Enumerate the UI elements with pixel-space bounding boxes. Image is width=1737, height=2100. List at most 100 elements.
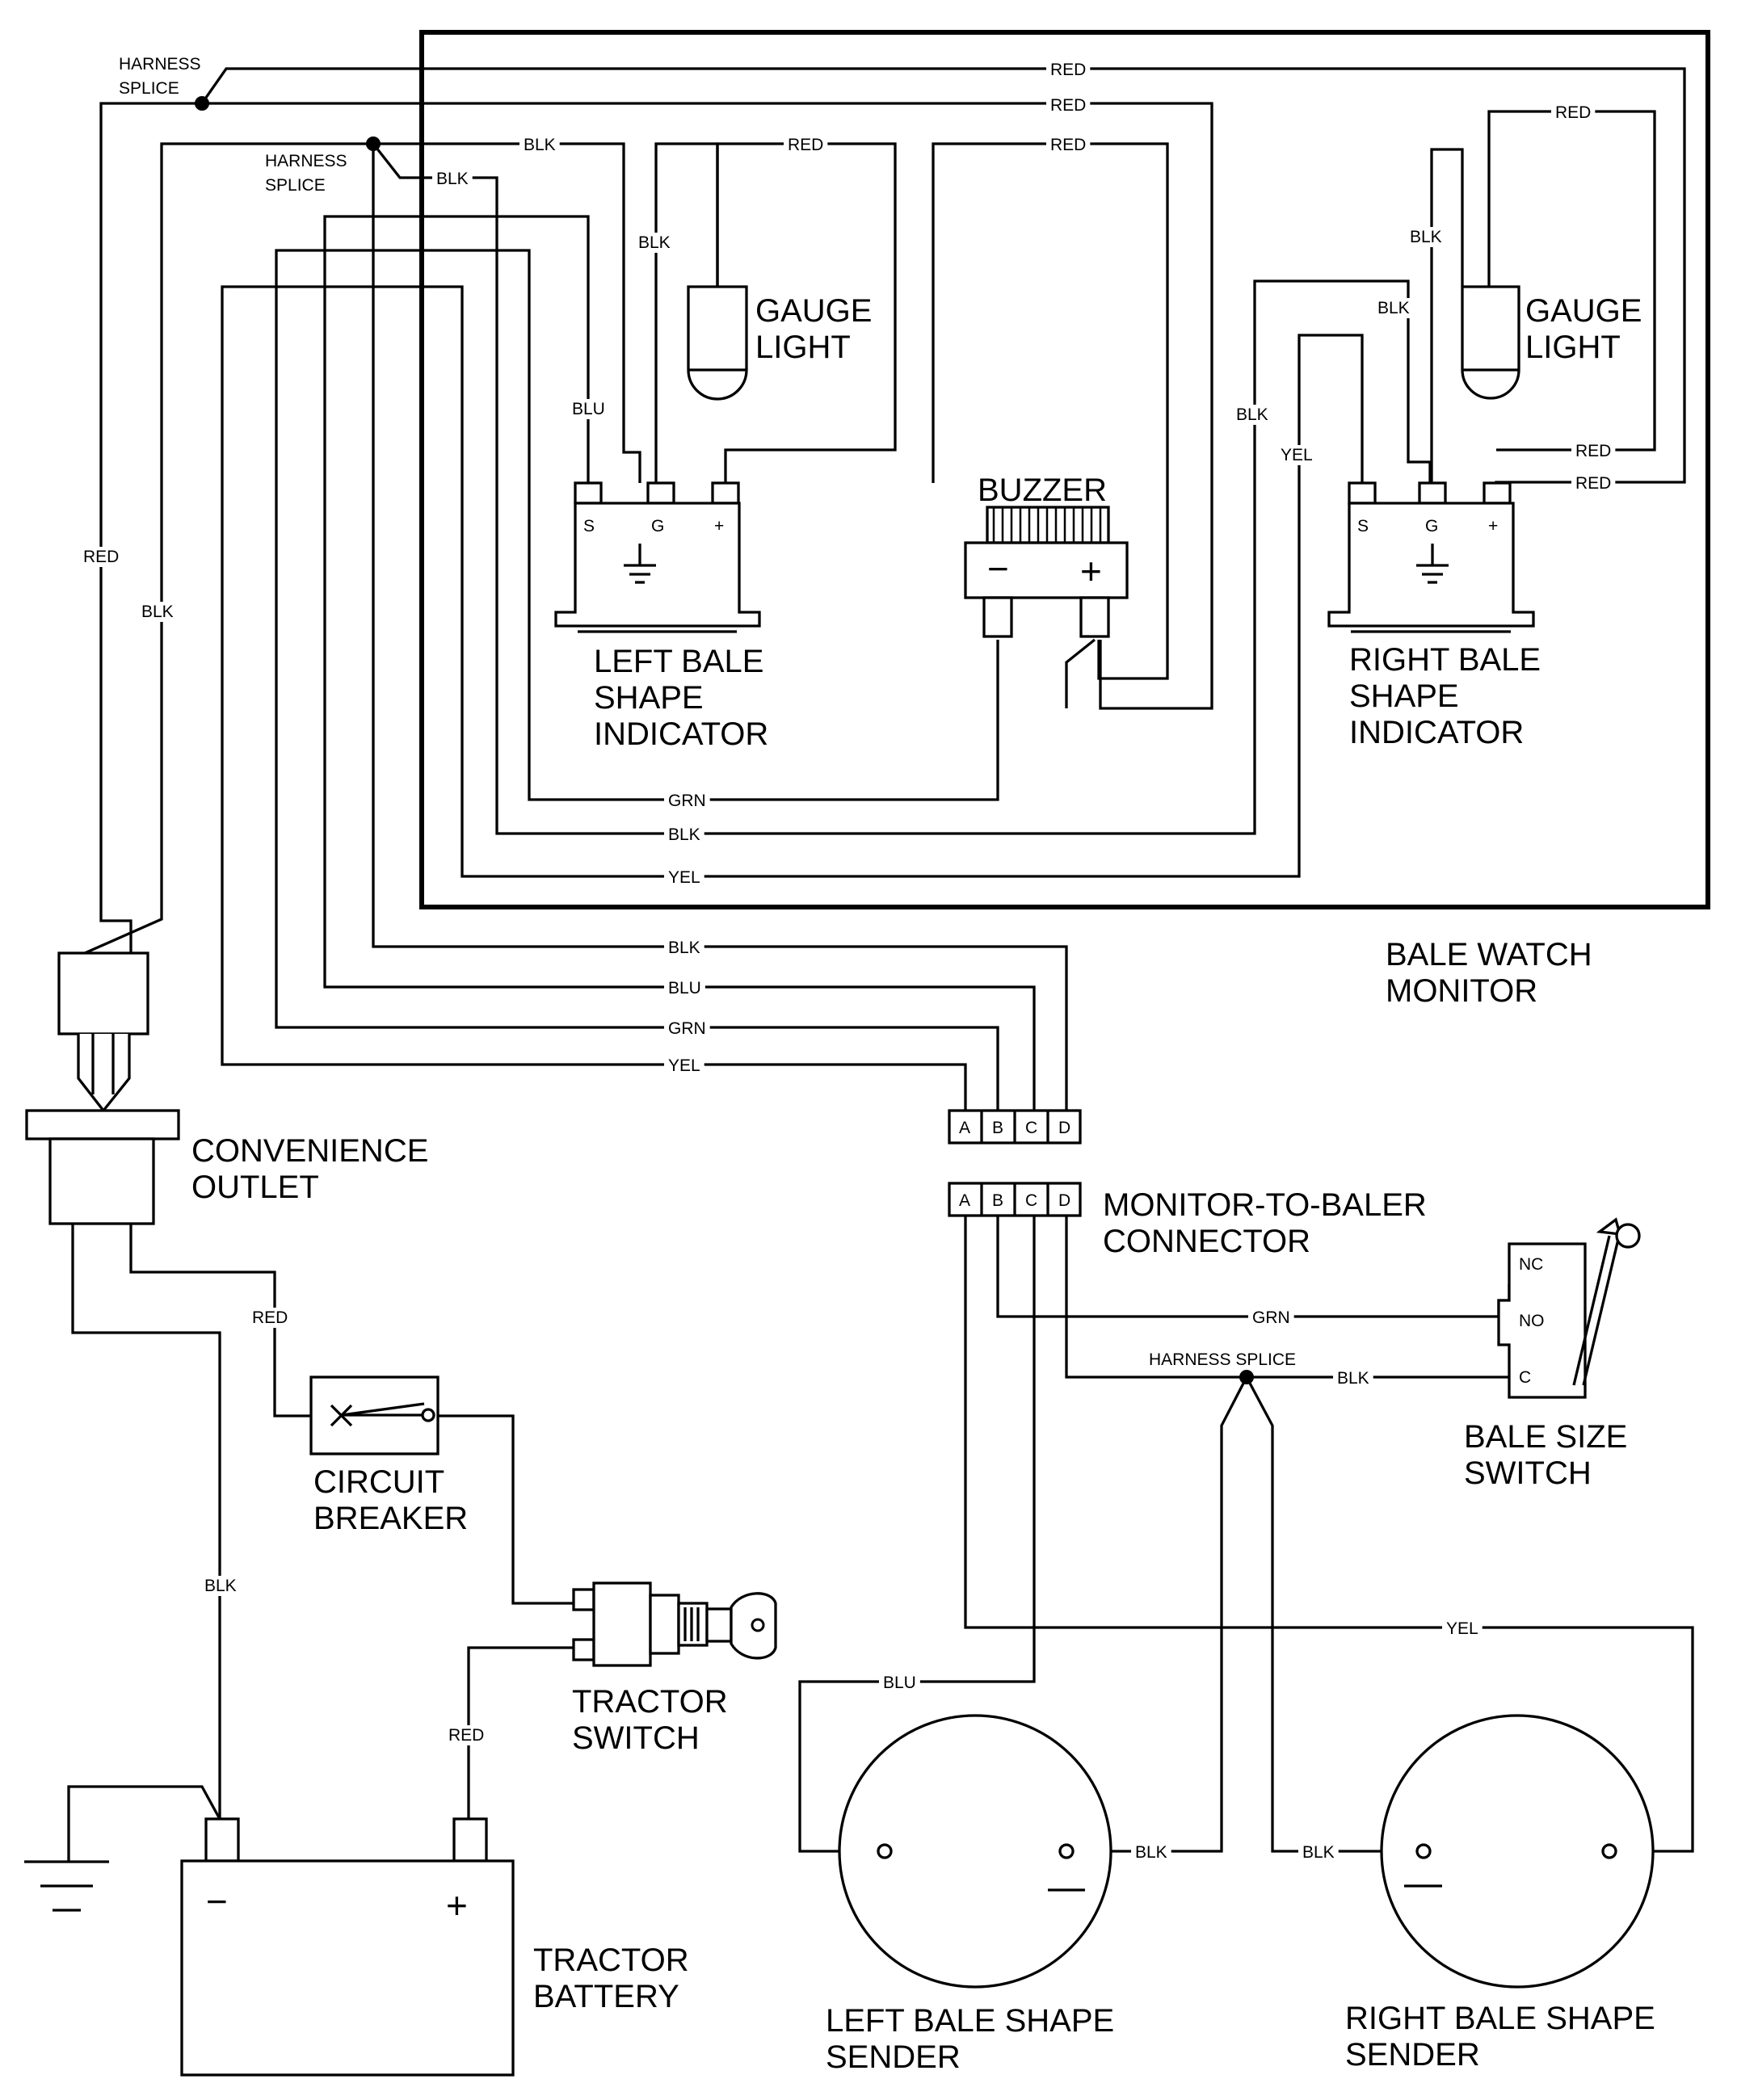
connector-pin-d-bottom: D (1058, 1191, 1070, 1210)
wire-label-background (1442, 1619, 1483, 1639)
wire-label: RED (1555, 103, 1591, 122)
left-bale-shape-sender (838, 1714, 1112, 1989)
wire-label-background (664, 791, 710, 811)
wire-label: BLK (668, 939, 700, 957)
wire-label-background (664, 1018, 710, 1039)
left-sender-label-2: SENDER (826, 2039, 961, 2075)
wire-blk-right-gauge (1430, 148, 1464, 483)
splice-label-top-inner-1: HARNESS (265, 152, 347, 170)
wire-label: GRN (1252, 1308, 1290, 1327)
wire-label: RED (252, 1308, 288, 1327)
wire-label: RED (83, 548, 119, 566)
tractor-switch-label-1: TRACTOR (572, 1684, 728, 1720)
outlet-label-2: OUTLET (191, 1170, 319, 1205)
wire-yel-right-sender (964, 1216, 1694, 1853)
wire-label: BLK (1410, 228, 1442, 246)
power-plug (57, 951, 149, 1113)
wire-ground (67, 1785, 221, 1862)
right-bale-shape-indicator (1327, 481, 1535, 633)
battery-label-2: BATTERY (533, 1979, 679, 2014)
wire-blu-left-sender (798, 1216, 1036, 1853)
wire-label: BLK (1135, 1843, 1167, 1862)
left-bale-shape-indicator (554, 481, 761, 633)
breaker-label-2: BREAKER (313, 1501, 468, 1536)
wire-label-background (1046, 95, 1091, 116)
battery-minus-symbol: − (206, 1880, 228, 1922)
wire-label-background (137, 602, 178, 622)
right-sender-label-2: SENDER (1345, 2037, 1480, 2073)
wire-label-background (1571, 473, 1616, 494)
right-indicator-label-1: RIGHT BALE (1349, 642, 1541, 678)
right-indicator-pin-plus: + (1488, 517, 1498, 536)
bale-size-switch-label-1: BALE SIZE (1464, 1419, 1627, 1455)
wire-labels: RED RED BLK RED RED RED BLK BLK BLU BLK … (79, 60, 1616, 1863)
switch-terminal-no: NO (1519, 1312, 1545, 1330)
right-indicator-pin-g: G (1425, 517, 1438, 536)
wire-label: BLK (638, 233, 671, 252)
wire-label: BLK (524, 136, 556, 154)
monitor-housing (419, 30, 1710, 909)
wire-label: BLK (141, 603, 174, 621)
wire-yel-right-s (221, 285, 1364, 1111)
wire-label: BLU (572, 400, 605, 418)
wire-label: YEL (1281, 446, 1313, 464)
buzzer (964, 506, 1129, 708)
wire-red-outlet (129, 1224, 311, 1418)
wire-label-background (664, 1056, 704, 1076)
tractor-switch (572, 1581, 777, 1667)
circuit-breaker (309, 1376, 440, 1455)
right-bale-shape-sender (1380, 1714, 1655, 1989)
wire-label: BLK (1302, 1843, 1335, 1862)
wire-label: RED (1050, 136, 1086, 154)
tractor-switch-label-2: SWITCH (572, 1720, 700, 1756)
connector-pin-d-top: D (1058, 1119, 1070, 1137)
wire-red-harness (99, 102, 202, 953)
wire-label-background (1406, 227, 1446, 247)
wire-label: BLK (436, 170, 469, 188)
left-indicator-label-1: LEFT BALE (594, 644, 763, 679)
wire-red-top-second (202, 102, 1213, 710)
left-gauge-light-label-2: LIGHT (755, 330, 851, 365)
wire-blk-harness (84, 142, 373, 955)
wire-label: GRN (668, 1019, 706, 1038)
wire-label-background (1571, 441, 1616, 461)
right-indicator-pin-s: S (1357, 517, 1369, 536)
monitor-connector-half (948, 1109, 1082, 1144)
monitor-label-2: MONITOR (1386, 973, 1537, 1009)
wire-label-background (79, 547, 124, 567)
connector-pin-c-bottom: C (1025, 1191, 1037, 1210)
wire-red-battery (467, 1646, 574, 1819)
wire-label-background (1248, 1308, 1294, 1328)
wire-label: BLK (1337, 1369, 1369, 1388)
connector-pin-a-bottom: A (959, 1191, 970, 1210)
bale-size-switch-label-2: SWITCH (1464, 1455, 1592, 1491)
buzzer-plus-symbol: + (1080, 550, 1102, 592)
buzzer-label: BUZZER (978, 472, 1107, 508)
wire-label-background (1333, 1368, 1373, 1388)
wire-label-background (1551, 103, 1596, 123)
wire-label: BLK (1236, 405, 1268, 424)
wire-label: BLU (883, 1674, 916, 1692)
wire-label-background (784, 135, 828, 155)
wire-label-background (1131, 1842, 1171, 1863)
wire-blk-right-sender (1245, 1376, 1424, 1853)
connector-pin-c-top: C (1025, 1119, 1037, 1137)
wire-label-background (1046, 60, 1091, 80)
breaker-label-1: CIRCUIT (313, 1464, 444, 1500)
wire-blk-splice (372, 142, 1432, 835)
wire-label: YEL (668, 868, 700, 887)
wire-grn-buzzer (275, 249, 999, 1111)
wire-label-background (248, 1308, 292, 1328)
splice-label-top-outer-1: HARNESS (119, 55, 201, 74)
left-indicator-pin-s: S (583, 517, 595, 536)
wire-label-background (1373, 298, 1414, 318)
harness-splice-baler (1239, 1370, 1254, 1384)
wire-label-background (1046, 135, 1091, 155)
wire-label-background (664, 867, 704, 888)
left-indicator-pin-g: G (651, 517, 664, 536)
switch-terminal-c: C (1519, 1368, 1531, 1387)
bale-size-switch (1497, 1217, 1641, 1399)
buzzer-minus-symbol: − (987, 548, 1009, 590)
wire-label: RED (788, 136, 823, 154)
wire-label-background (200, 1576, 241, 1596)
